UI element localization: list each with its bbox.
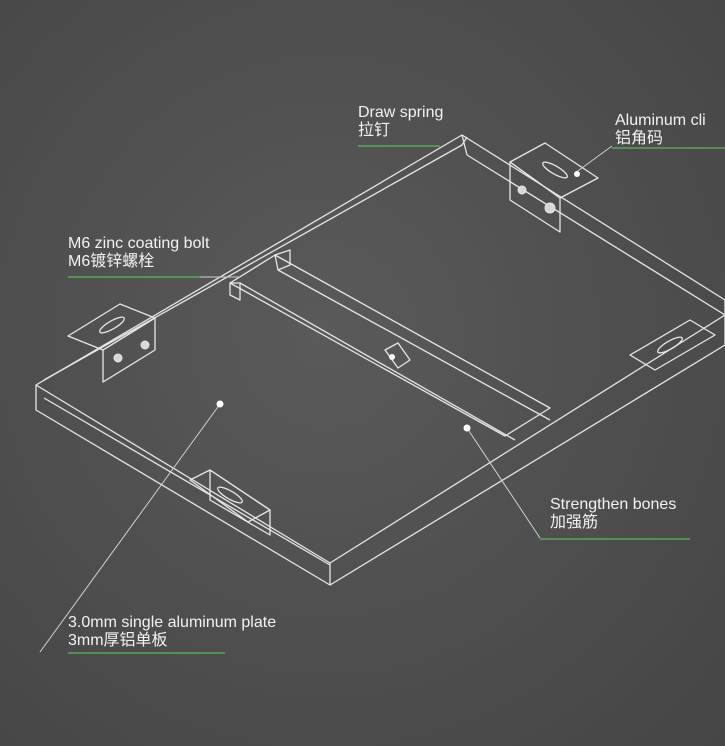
panel-inner-top bbox=[43, 136, 468, 381]
panel-corner-back bbox=[461, 134, 468, 156]
label-plate-zh: 3mm厚铝单板 bbox=[68, 632, 168, 649]
dot-bones bbox=[463, 424, 471, 432]
clip-right-slot bbox=[657, 336, 683, 354]
clip-right bbox=[629, 319, 716, 371]
clip-bottom bbox=[189, 469, 271, 523]
clip-left-leg bbox=[102, 317, 156, 383]
bolt-hole-1 bbox=[517, 185, 527, 195]
label-draw-spring-en: Draw spring bbox=[358, 104, 444, 121]
dot-clip bbox=[574, 171, 580, 177]
dot-draw-spring bbox=[389, 354, 395, 360]
label-bones-en: Strengthen bones bbox=[550, 496, 677, 513]
dot-plate bbox=[216, 400, 224, 408]
label-draw-spring-zh: 拉钉 bbox=[358, 122, 391, 139]
label-draw-spring: Draw spring 拉钉 bbox=[358, 104, 443, 140]
clip-left-slot bbox=[99, 316, 125, 334]
strengthen-bone bbox=[229, 254, 551, 437]
panel-inner-left bbox=[43, 397, 331, 566]
leader-plate bbox=[39, 403, 221, 653]
bolt-hole-3 bbox=[113, 353, 123, 363]
strengthen-bone-ridge-2 bbox=[277, 269, 551, 421]
label-aluminum-clip: Aluminum cli 铝角码 bbox=[615, 112, 706, 148]
label-aluminum-clip-en: Aluminum cli bbox=[615, 112, 706, 129]
label-bolt: M6 zinc coating bolt M6镀锌螺栓 bbox=[68, 235, 209, 271]
strengthen-bone-end bbox=[229, 282, 241, 301]
leader-clip bbox=[574, 145, 613, 174]
strengthen-bone-back bbox=[274, 249, 291, 271]
bolt-hole-4 bbox=[140, 340, 150, 350]
bolt-hole-2 bbox=[544, 202, 556, 214]
clip-bottom-slot bbox=[217, 486, 243, 504]
clip-top-right-slot bbox=[542, 161, 568, 179]
clip-bottom-leg bbox=[209, 469, 271, 536]
label-bolt-zh: M6镀锌螺栓 bbox=[68, 253, 155, 270]
label-aluminum-clip-zh: 铝角码 bbox=[615, 130, 664, 147]
label-plate-en: 3.0mm single aluminum plate bbox=[68, 614, 277, 631]
strengthen-bone-ridge bbox=[239, 282, 516, 441]
label-bones-zh: 加强筋 bbox=[550, 514, 599, 531]
leader-bones bbox=[466, 427, 541, 539]
label-bones: Strengthen bones 加强筋 bbox=[550, 496, 676, 532]
label-plate: 3.0mm single aluminum plate 3mm厚铝单板 bbox=[68, 614, 276, 650]
draw-spring-tab bbox=[384, 342, 411, 369]
label-bolt-en: M6 zinc coating bolt bbox=[68, 235, 210, 252]
clip-top-right-leg bbox=[509, 161, 561, 233]
